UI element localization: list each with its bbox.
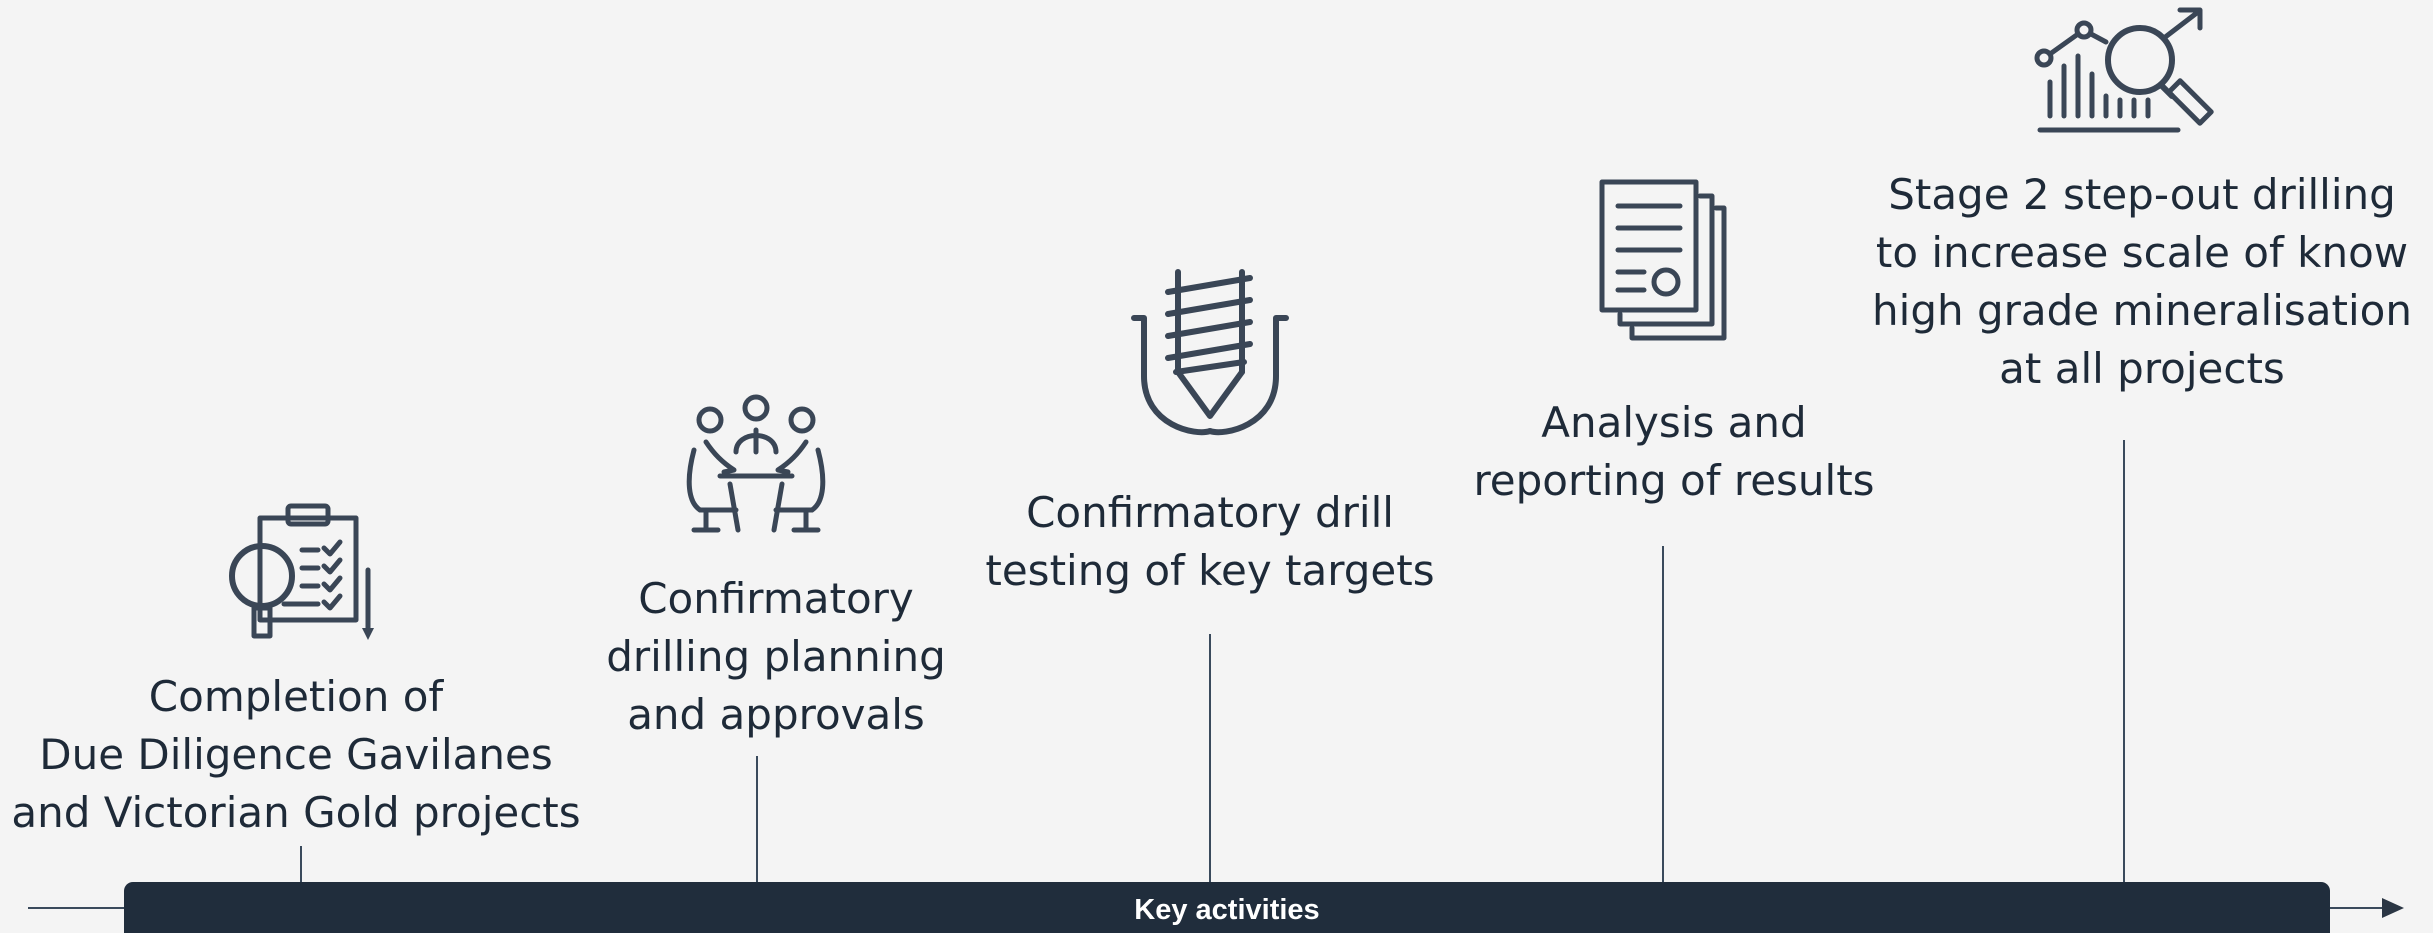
- drill-bit-icon: [1130, 266, 1290, 436]
- step-5-label: Stage 2 step-out drilling to increase sc…: [1872, 170, 2412, 393]
- step-2-label: Confirmatory drilling planning and appro…: [606, 574, 946, 739]
- step-4-label: Analysis and reporting of results: [1473, 398, 1875, 505]
- step-3-connector: [1209, 634, 1211, 882]
- key-activities-bar: Key activities: [124, 882, 2330, 933]
- due-diligence-checklist-icon: [222, 490, 382, 650]
- step-3-label: Confirmatory drill testing of key target…: [985, 488, 1435, 595]
- step-1-connector: [300, 846, 302, 882]
- timeline-arrow-icon: [2382, 898, 2404, 918]
- step-5-connector: [2123, 440, 2125, 882]
- growth-analysis-icon: [2030, 4, 2220, 134]
- step-2-connector: [756, 756, 758, 882]
- step-4-connector: [1662, 546, 1664, 882]
- meeting-people-icon: [676, 390, 836, 540]
- step-1-label: Completion of Due Diligence Gavilanes an…: [11, 672, 581, 837]
- document-report-icon: [1596, 178, 1727, 348]
